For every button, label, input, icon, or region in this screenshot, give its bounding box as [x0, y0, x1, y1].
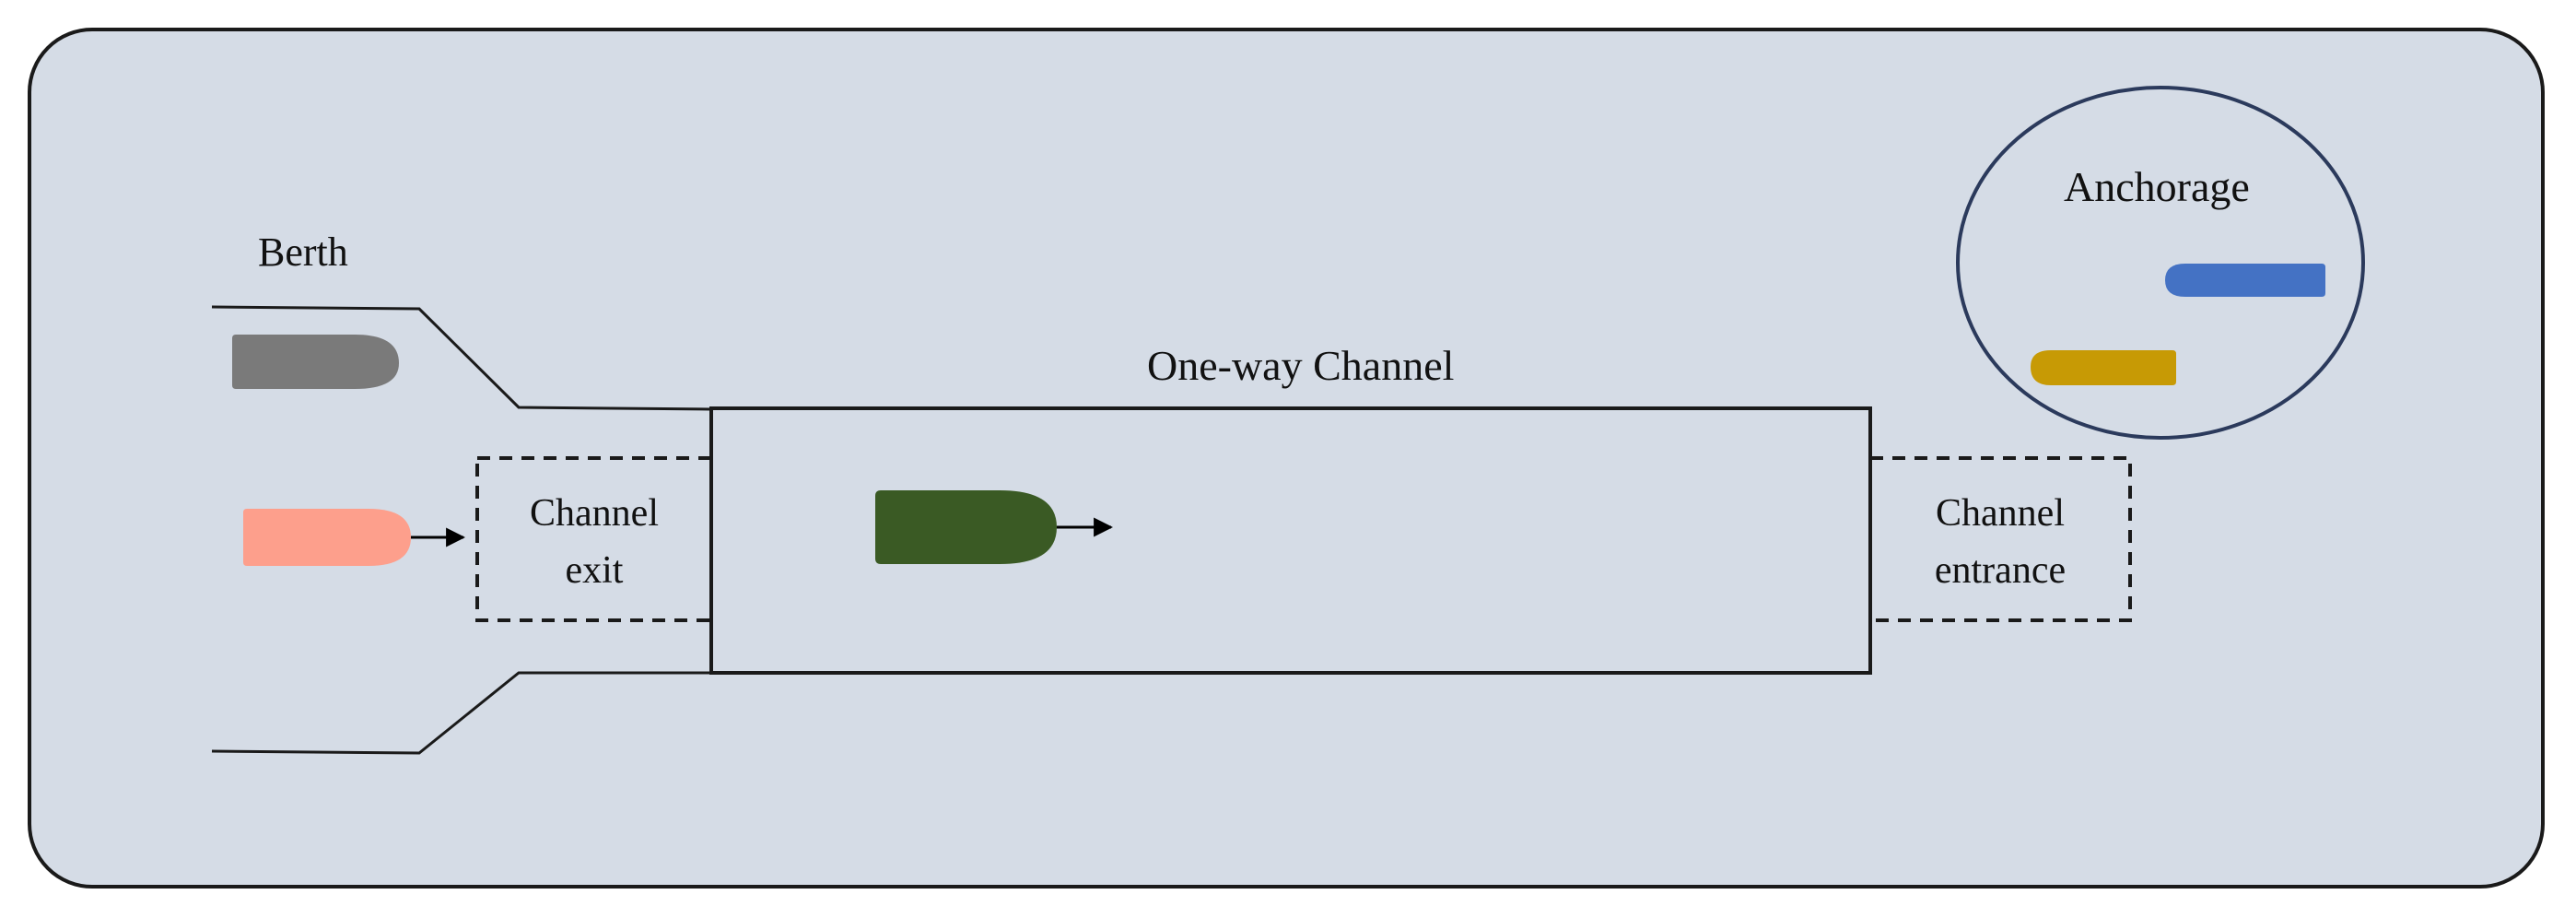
channel-ship-icon — [875, 490, 1057, 564]
anchorage-ship-gold-icon — [2031, 350, 2176, 385]
channel-exit-label-line2: exit — [566, 549, 624, 592]
berth-ship-icon — [232, 335, 399, 389]
berth-label: Berth — [258, 230, 348, 275]
one-way-channel-label: One-way Channel — [1147, 342, 1454, 389]
one-way-channel-box — [709, 406, 1872, 675]
berth-lower-shoreline — [211, 671, 711, 755]
channel-exit-label-line1: Channel — [530, 492, 659, 535]
berth-upper-shoreline — [211, 305, 712, 411]
channel-entrance-label-line1: Channel — [1936, 492, 2065, 535]
anchorage-ship-blue-icon — [2165, 264, 2325, 297]
channel-entrance-label-line2: entrance — [1935, 549, 2066, 592]
anchorage-circle — [1956, 86, 2365, 440]
anchorage-label: Anchorage — [2064, 163, 2250, 210]
departing-ship-icon — [243, 509, 411, 566]
